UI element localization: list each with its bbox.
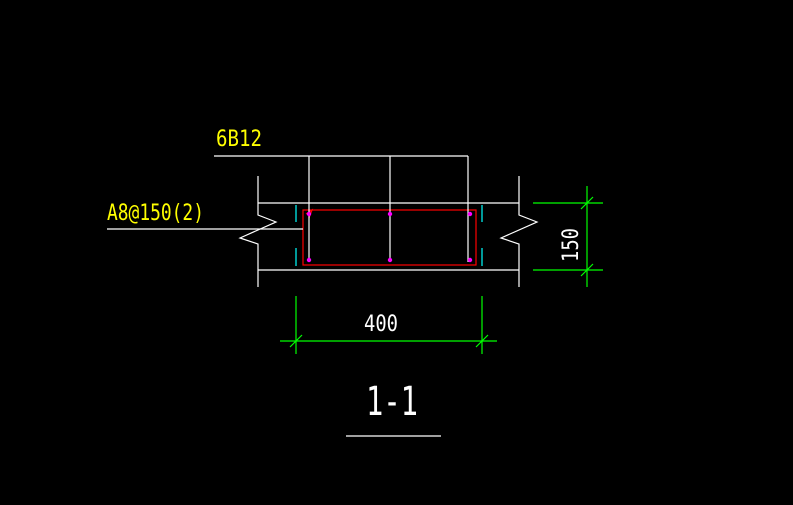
- section-title: 1-1: [366, 379, 418, 425]
- rebar-dot: [467, 257, 473, 263]
- rebar-dot: [387, 257, 393, 263]
- leader-lines: [107, 155, 469, 262]
- rebar-main-label: 6B12: [216, 127, 262, 152]
- rebar-dot: [387, 211, 393, 217]
- stirrup-label: A8@150(2): [107, 201, 204, 226]
- height-dimension-label: 150: [559, 228, 584, 262]
- left-break-line: [238, 176, 278, 287]
- width-dimension: [280, 296, 497, 354]
- cover-marks: [295, 205, 483, 266]
- rebar-dot: [306, 257, 312, 263]
- height-dimension: [533, 186, 603, 287]
- rebar-dot: [467, 211, 473, 217]
- width-dimension-label: 400: [364, 312, 398, 337]
- rebar-points: [306, 211, 473, 263]
- slab-outline: [238, 176, 539, 287]
- right-break-line: [499, 176, 539, 287]
- rebar-dot: [306, 211, 312, 217]
